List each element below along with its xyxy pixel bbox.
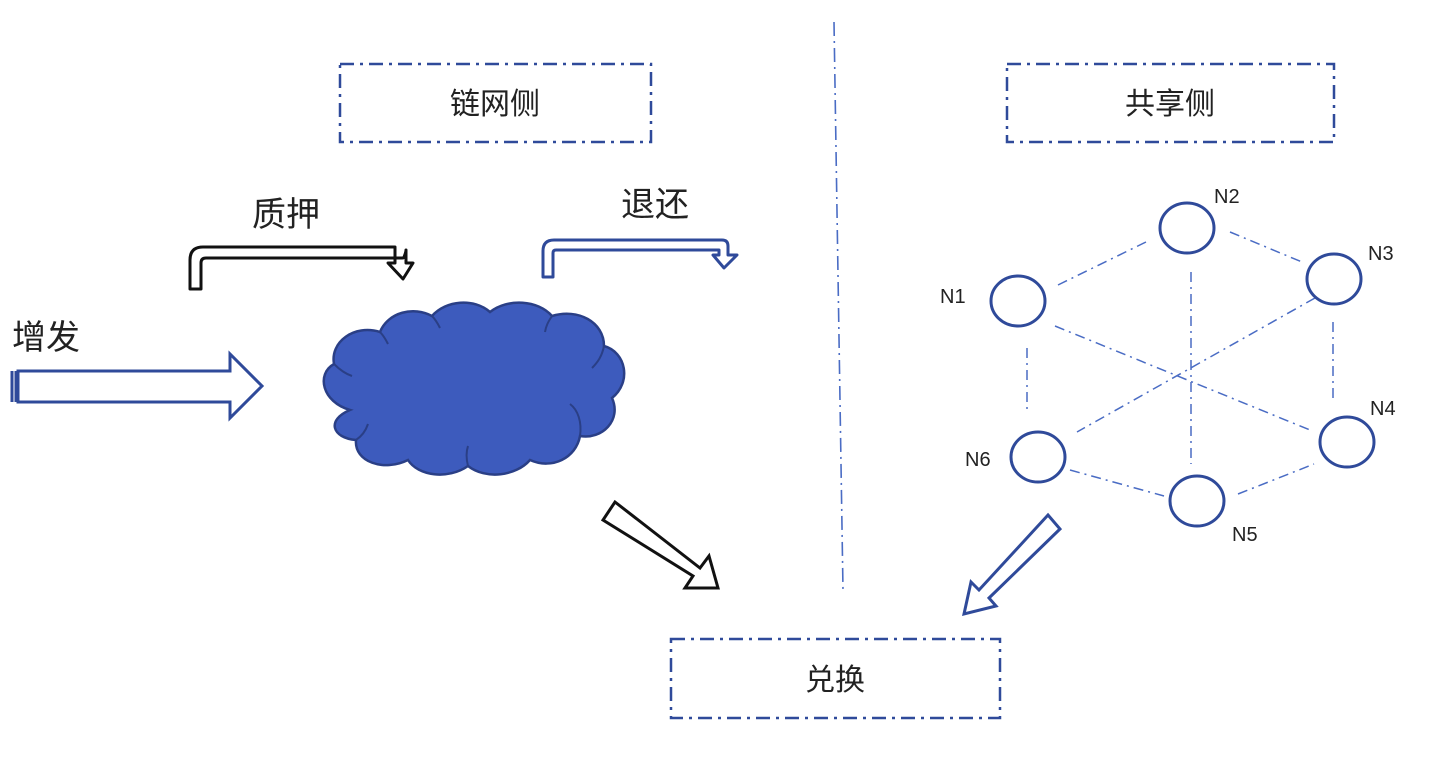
chain-side-box: 链网侧 [338, 62, 653, 144]
refund-label: 退还 [621, 185, 689, 225]
node-n1 [989, 274, 1047, 328]
node-n4-label: N4 [1370, 398, 1396, 420]
network-to-exchange-arrow [962, 512, 1063, 617]
node-n3 [1305, 252, 1363, 306]
edge-n3-n6 [1076, 297, 1316, 433]
network-edges [1026, 231, 1334, 497]
refund-arrow [541, 238, 739, 279]
node-n2-label: N2 [1214, 186, 1240, 208]
divider-line [833, 21, 844, 591]
exchange-label: 兑换 [805, 663, 865, 698]
exchange-box: 兑换 [669, 637, 1002, 720]
node-n1-label: N1 [940, 286, 966, 308]
node-n5-label: N5 [1232, 524, 1258, 546]
cloud-to-exchange-arrow [600, 499, 720, 590]
node-n6 [1009, 430, 1067, 484]
pledge-arrow [188, 245, 415, 291]
node-n5 [1168, 474, 1226, 528]
cloud-inner-lines [333, 315, 605, 467]
node-n6-label: N6 [965, 449, 991, 471]
node-n4 [1318, 415, 1376, 469]
node-n2 [1158, 201, 1216, 255]
issue-label: 增发 [12, 318, 80, 358]
edge-n5-n4 [1237, 463, 1315, 495]
issue-arrow [10, 350, 265, 422]
network-nodes [989, 201, 1376, 528]
node-n3-label: N3 [1368, 243, 1394, 265]
edge-n2-n3 [1229, 231, 1303, 263]
chain-side-label: 链网侧 [450, 87, 540, 122]
edge-n1-n2 [1057, 241, 1147, 286]
share-side-label: 共享侧 [1125, 87, 1215, 122]
share-side-box: 共享侧 [1005, 62, 1336, 144]
edge-n1-n4 [1054, 325, 1311, 431]
cloud-shape [322, 301, 626, 476]
edge-n6-n5 [1069, 469, 1165, 497]
pledge-label: 质押 [252, 195, 320, 235]
